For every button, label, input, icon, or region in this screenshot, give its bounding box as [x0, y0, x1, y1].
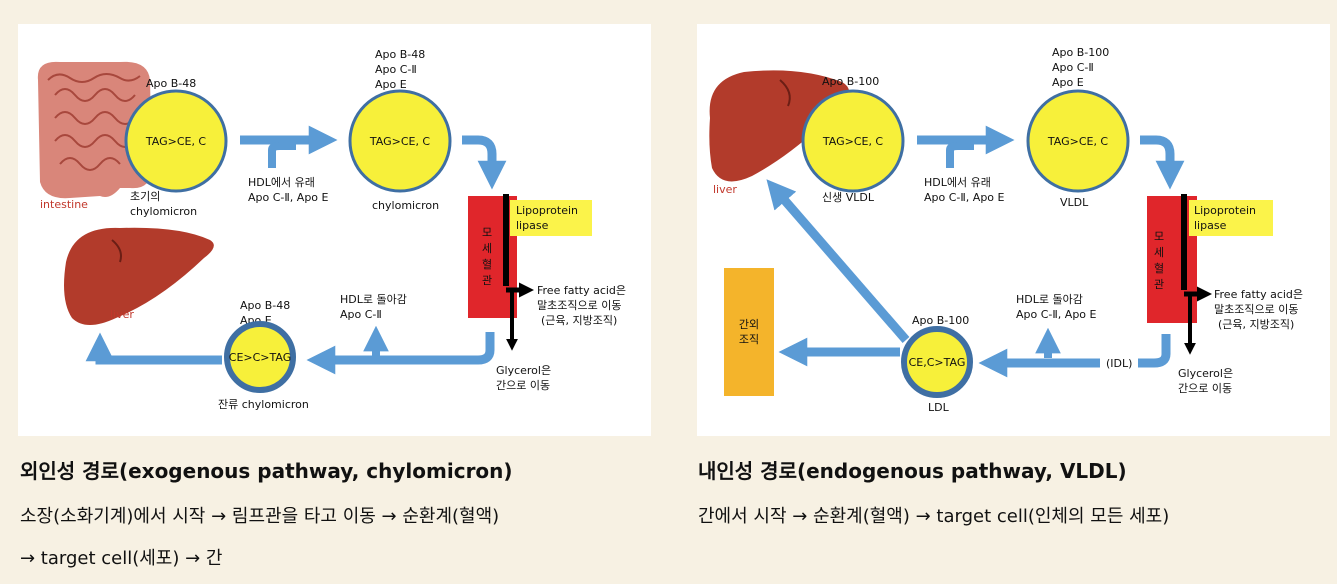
extrahepatic-label-2: 조직 [739, 333, 759, 346]
hdl-input-arrow [268, 142, 296, 168]
remnant-label: 잔류 chylomicron [218, 398, 309, 411]
ldl-circle [901, 326, 973, 398]
hdl-return-label-right-1: HDL로 돌아감 [1016, 293, 1083, 306]
capillary-char-3: 혈 [482, 257, 492, 271]
chylomicron-label: chylomicron [372, 199, 439, 212]
lipase-box [510, 200, 592, 236]
extrahepatic-label-1: 간외 [739, 318, 759, 331]
liver-detail-right [779, 79, 791, 107]
lipoprotein-pathway-diagram: intestine Apo B-48 TAG>CE, C 초기의 chylomi… [37, 46, 1303, 414]
remnant-composition: CE>C>TAG [229, 351, 291, 364]
fatty-acid-label-1: Free fatty acid은 [537, 284, 626, 297]
glycerol-label-2: 간으로 이동 [496, 379, 550, 392]
chylomicron-composition: TAG>CE, C [369, 135, 431, 148]
exogenous-description-1: 소장(소화기계)에서 시작 → 림프관을 타고 이동 → 순환계(혈액) [20, 506, 500, 527]
extrahepatic-box [724, 268, 774, 396]
chylomicron-apo-2: Apo C-Ⅱ [375, 63, 417, 76]
chylomicron-apo-1: Apo B-48 [375, 48, 425, 61]
exogenous-title: 외인성 경로(exogenous pathway, chylomicron) [20, 459, 513, 483]
early-chylomicron-label-2: chylomicron [130, 205, 197, 218]
glycerol-label-right-1: Glycerol은 [1178, 367, 1233, 380]
hdl-input-arrow-right [946, 142, 974, 168]
capillary-char-right-2: 세 [1154, 246, 1164, 259]
vldl-composition: TAG>CE, C [1047, 135, 1109, 148]
new-vldl-apo: Apo B-100 [822, 75, 879, 88]
arrow-to-capillary-right [1140, 135, 1185, 190]
vldl-circle [1026, 89, 1130, 193]
liver-illustration-right [709, 70, 849, 182]
fatty-acid-label-3: (근육, 지방조직) [541, 314, 617, 327]
capillary-char-1: 모 [482, 226, 492, 239]
lipase-label-right-2: lipase [1194, 219, 1227, 232]
hdl-source-label-2: Apo C-Ⅱ, Apo E [248, 191, 329, 204]
intestine-label: intestine [40, 198, 88, 211]
capillary-char-right-4: 관 [1154, 278, 1164, 291]
arrow-to-remnant [306, 332, 495, 375]
glycerol-label-1: Glycerol은 [496, 364, 551, 377]
lipase-label-1: Lipoprotein [516, 204, 578, 217]
endogenous-title: 내인성 경로(endogenous pathway, VLDL) [698, 459, 1127, 483]
hdl-source-label-right-2: Apo C-Ⅱ, Apo E [924, 191, 1005, 204]
capillary-char-2: 세 [482, 242, 492, 255]
capillary-char-right-1: 모 [1154, 230, 1164, 243]
early-chylomicron-composition: TAG>CE, C [145, 135, 207, 148]
exogenous-pathway: intestine Apo B-48 TAG>CE, C 초기의 chylomi… [37, 48, 626, 411]
arrow-to-liver-right [766, 179, 910, 343]
fatty-acid-label-right-3: (근육, 지방조직) [1218, 318, 1294, 331]
hdl-source-label-1: HDL에서 유래 [248, 176, 315, 189]
hdl-source-label-right-1: HDL에서 유래 [924, 176, 991, 189]
remnant-apo-1: Apo B-48 [240, 299, 290, 312]
liver-label: liver [110, 308, 134, 321]
new-vldl-circle [801, 89, 905, 193]
ldl-label: LDL [928, 401, 950, 414]
capillary-char-4: 관 [482, 274, 492, 287]
lipase-label-2: lipase [516, 219, 549, 232]
liver-label-right: liver [713, 183, 737, 196]
arrow-to-capillary [462, 135, 507, 190]
vldl-apo-3: Apo E [1052, 76, 1084, 89]
ldl-composition: CE,C>TAG [909, 356, 966, 369]
glycerol-label-right-2: 간으로 이동 [1178, 382, 1232, 395]
intestine-illustration [37, 61, 152, 199]
idl-label: (IDL) [1106, 357, 1132, 370]
vldl-apo-1: Apo B-100 [1052, 46, 1109, 59]
hdl-return-label-2: Apo C-Ⅱ [340, 308, 382, 321]
vldl-apo-2: Apo C-Ⅱ [1052, 61, 1094, 74]
capillary-exit-arrow-right [1138, 334, 1171, 368]
exogenous-description-2: → target cell(세포) → 간 [20, 548, 223, 569]
early-chylomicron-circle [124, 89, 228, 193]
hdl-return-label-right-2: Apo C-Ⅱ, Apo E [1016, 308, 1097, 321]
new-vldl-composition: TAG>CE, C [822, 135, 884, 148]
liver-detail [111, 239, 122, 263]
early-chylomicron-label-1: 초기의 [130, 190, 160, 203]
remnant-chylomicron-circle [224, 321, 296, 393]
fatty-acid-label-right-2: 말초조직으로 이동 [1214, 303, 1298, 316]
lipase-box-right [1189, 200, 1273, 236]
fatty-acid-label-2: 말초조직으로 이동 [537, 299, 621, 312]
vldl-label: VLDL [1060, 196, 1089, 209]
liver-illustration [64, 227, 214, 325]
arrow-to-liver [85, 332, 222, 365]
new-vldl-label: 신생 VLDL [822, 191, 875, 204]
ldl-apo: Apo B-100 [912, 314, 969, 327]
chylomicron-circle [348, 89, 452, 193]
chylomicron-apo-3: Apo E [375, 78, 407, 91]
endogenous-pathway: liver Apo B-100 TAG>CE, C 신생 VLDL HDL에서 … [709, 46, 1303, 414]
capillary-bar [468, 196, 517, 318]
endogenous-description-1: 간에서 시작 → 순환계(혈액) → target cell(인체의 모든 세포… [698, 506, 1170, 527]
fatty-acid-label-right-1: Free fatty acid은 [1214, 288, 1303, 301]
lipase-label-right-1: Lipoprotein [1194, 204, 1256, 217]
hdl-return-label-1: HDL로 돌아감 [340, 293, 407, 306]
capillary-char-right-3: 혈 [1154, 261, 1164, 275]
early-chylomicron-apo: Apo B-48 [146, 77, 196, 90]
